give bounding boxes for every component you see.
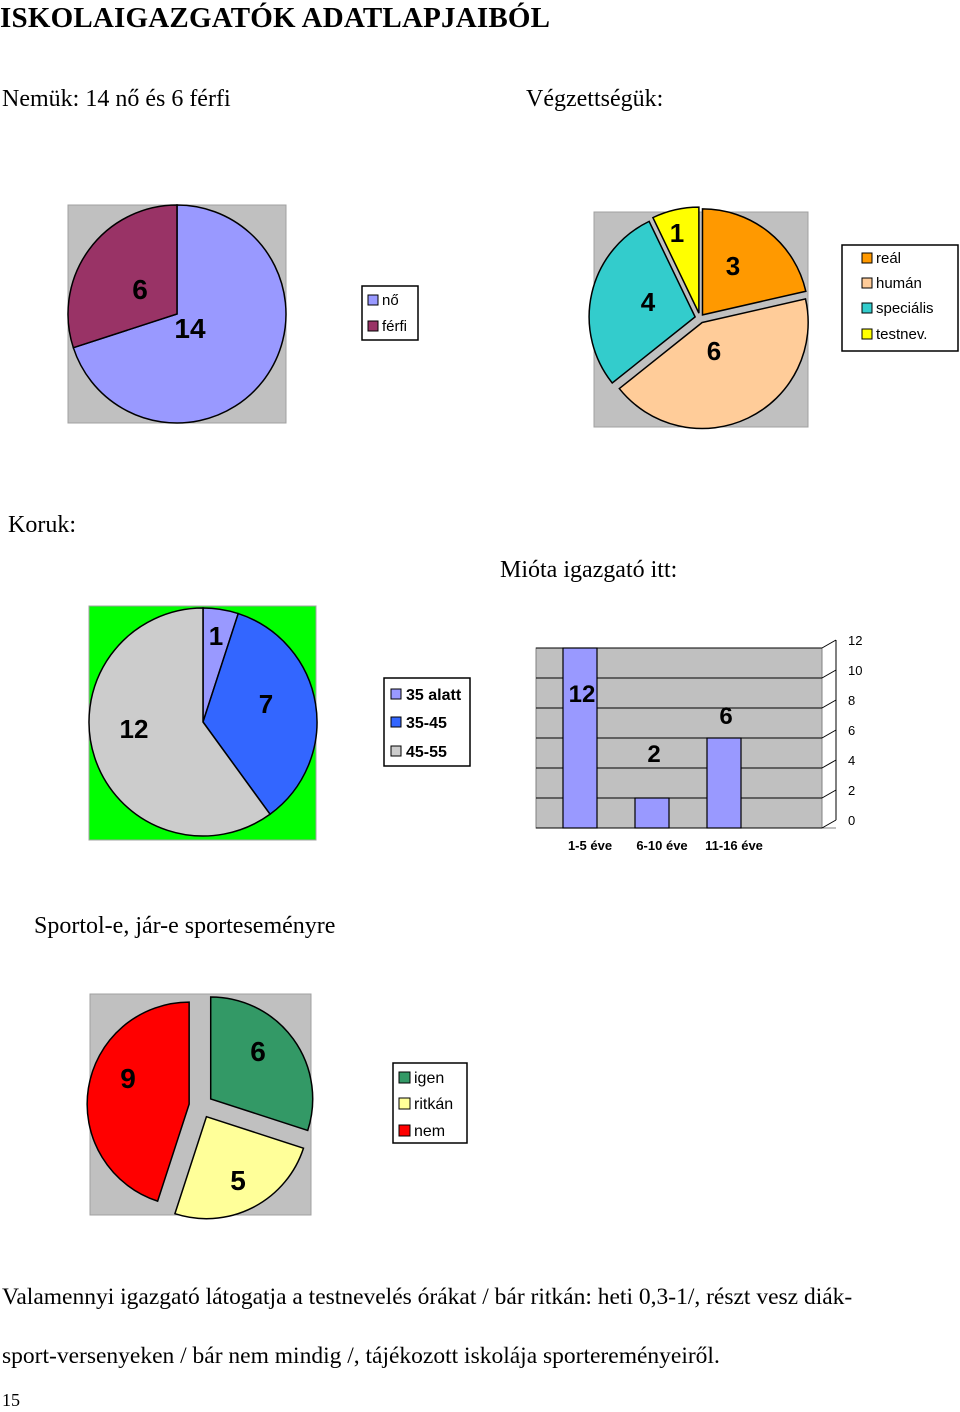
- age-label-1: 1: [209, 621, 223, 651]
- legend-swatch-ferfi: [367, 320, 379, 332]
- caption-age: Koruk:: [8, 512, 76, 538]
- sport-pie: 6 5 9: [86, 996, 314, 1220]
- gender-label-2: 6: [132, 274, 148, 305]
- tenure-bar-label-3: 6: [719, 703, 732, 730]
- legend-swatch-ritkan: [398, 1097, 411, 1110]
- tenure-ytick-1: 2: [848, 783, 855, 798]
- legend-swatch-no: [367, 294, 379, 306]
- legend-swatch-igen: [398, 1071, 411, 1084]
- sport-slice-1: [209, 996, 314, 1132]
- tenure-bar-chart: 0 2 4 6 8 10 12 12 1-5 éve 2 6-10 éve 6 11-16 éve: [535, 633, 862, 853]
- age-legend: 35 alatt 35-45 45-55: [383, 677, 471, 767]
- education-slice-3: [588, 220, 697, 385]
- tenure-ytick-3: 6: [848, 723, 855, 738]
- age-slice-3: [88, 607, 272, 837]
- legend-label-age-1: 35 alatt: [406, 687, 462, 704]
- page-title: ISKOLAIGAZGATÓK ADATLAPJAIBÓL: [0, 2, 551, 34]
- education-slice-4: [651, 206, 700, 314]
- legend-label-human: humán: [876, 275, 922, 292]
- tenure-category-3: 11-16 éve: [705, 838, 763, 853]
- tenure-bar-2: [634, 797, 670, 829]
- education-pie: 3 6 4 1: [588, 206, 809, 430]
- tenure-gridline-depth-6: [821, 639, 837, 649]
- legend-swatch-specialis: [861, 302, 873, 314]
- education-label-2: 6: [707, 336, 721, 366]
- legend-swatch-age-2: [390, 716, 402, 728]
- tenure-category-2: 6-10 éve: [636, 838, 687, 853]
- legend-swatch-nem: [398, 1124, 411, 1137]
- tenure-gridline-depth-2: [821, 759, 837, 769]
- education-slice-2: [618, 298, 809, 430]
- sport-legend: igen ritkán nem: [392, 1062, 468, 1144]
- education-legend-box: [841, 244, 959, 352]
- education-label-3: 4: [641, 287, 656, 317]
- tenure-gridline-depth-1: [821, 789, 837, 799]
- legend-swatch-human: [861, 277, 873, 289]
- gender-legend: nő férfi: [361, 285, 419, 341]
- sport-label-2: 5: [230, 1165, 246, 1196]
- legend-label-specialis: speciális: [876, 300, 934, 317]
- legend-label-ritkan: ritkán: [414, 1096, 453, 1113]
- legend-label-real: reál: [876, 250, 901, 267]
- legend-label-nem: nem: [414, 1123, 445, 1140]
- caption-education: Végzettségük:: [526, 86, 664, 112]
- page-number: 15: [2, 1390, 20, 1410]
- education-slice-1: [701, 208, 807, 316]
- tenure-ytick-5: 10: [848, 663, 862, 678]
- legend-swatch-age-3: [390, 745, 402, 757]
- legend-label-age-3: 45-55: [406, 744, 447, 761]
- legend-label-no: nő: [382, 292, 399, 309]
- tenure-ytick-4: 8: [848, 693, 855, 708]
- sport-label-3: 9: [120, 1063, 136, 1094]
- tenure-category-1: 1-5 éve: [568, 838, 612, 853]
- gender-pie: 14 6: [67, 204, 287, 424]
- paragraph-line-1: Valamennyi igazgató látogatja a testneve…: [2, 1284, 853, 1310]
- legend-label-testnev: testnev.: [876, 326, 927, 343]
- gender-slice-1: [72, 204, 287, 424]
- paragraph-line-2: sport-versenyeken / bár nem mindig /, tá…: [2, 1343, 720, 1369]
- tenure-gridline-depth-5: [821, 669, 837, 679]
- legend-label-igen: igen: [414, 1070, 444, 1087]
- caption-tenure: Mióta igazgató itt:: [500, 557, 678, 583]
- legend-label-age-2: 35-45: [406, 715, 447, 732]
- gender-label-1: 14: [174, 313, 206, 344]
- gender-slice-2: [67, 204, 178, 349]
- education-legend: reál humán speciális testnev.: [841, 244, 959, 352]
- caption-gender: Nemük: 14 nő és 6 férfi: [2, 86, 231, 112]
- tenure-gridline-depth-3: [821, 729, 837, 739]
- age-label-2: 7: [259, 689, 273, 719]
- education-label-4: 1: [670, 218, 684, 248]
- education-label-1: 3: [726, 251, 740, 281]
- legend-label-ferfi: férfi: [382, 318, 407, 335]
- legend-swatch-testnev: [861, 328, 873, 340]
- sport-slice-3: [86, 1001, 190, 1203]
- tenure-ytick-2: 4: [848, 753, 855, 768]
- tenure-ytick-0: 0: [848, 813, 855, 828]
- legend-swatch-real: [861, 252, 873, 264]
- age-slice-2: [202, 612, 318, 816]
- tenure-bar-label-2: 2: [647, 741, 660, 768]
- tenure-ytick-6: 12: [848, 633, 862, 648]
- sport-label-1: 6: [250, 1036, 266, 1067]
- tenure-bar-1: [562, 647, 598, 829]
- sport-slice-2: [173, 1115, 305, 1220]
- caption-sport: Sportol-e, jár-e sporteseményre: [34, 913, 336, 939]
- tenure-gridline-depth-0: [821, 819, 837, 829]
- age-label-3: 12: [120, 714, 149, 744]
- tenure-bar-label-1: 12: [569, 681, 596, 708]
- tenure-gridline-depth-4: [821, 699, 837, 709]
- legend-swatch-age-1: [390, 688, 402, 700]
- tenure-bar-3: [706, 737, 742, 829]
